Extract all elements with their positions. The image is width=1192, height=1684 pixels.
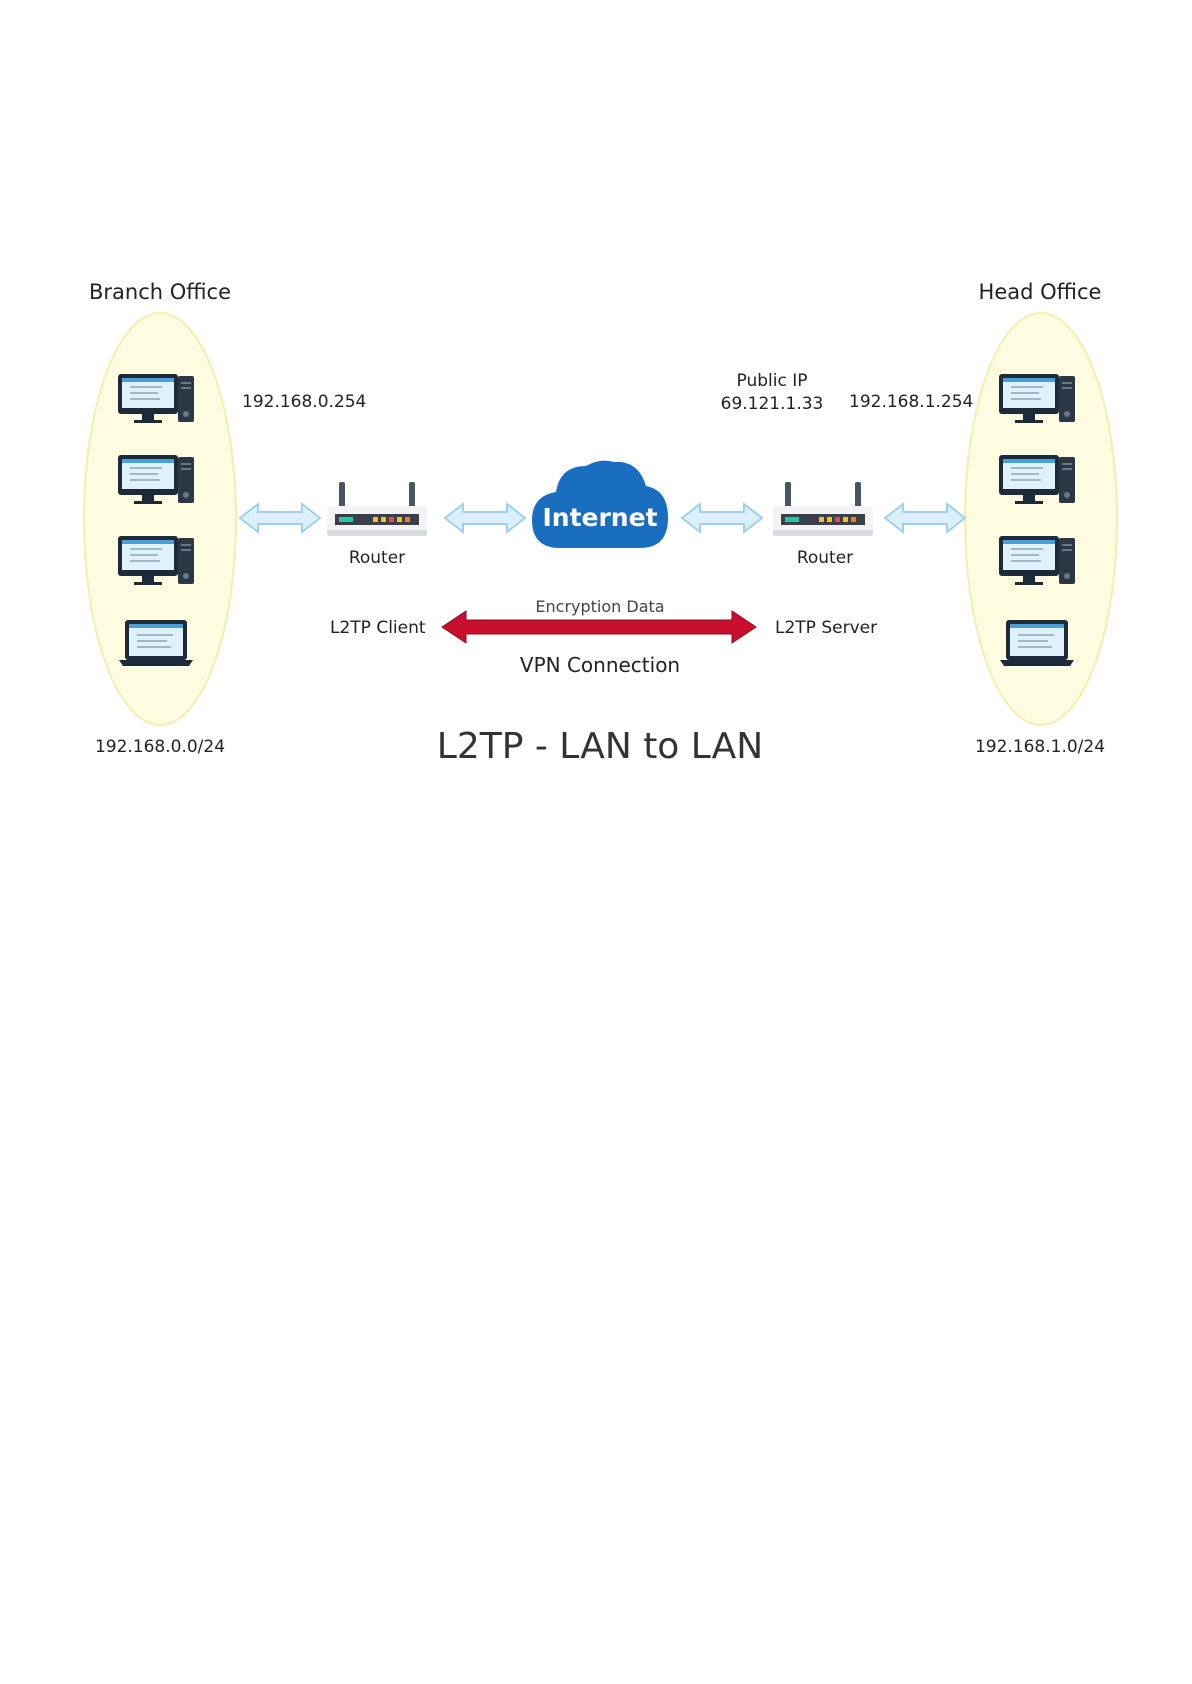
public-ip-label: Public IP bbox=[737, 371, 808, 391]
public-ip-value: 69.121.1.33 bbox=[721, 394, 824, 414]
head-router-ip: 192.168.1.254 bbox=[849, 392, 973, 412]
encryption-data-label: Encryption Data bbox=[535, 597, 664, 616]
head-router-label: Router bbox=[797, 548, 853, 568]
branch-subnet: 192.168.0.0/24 bbox=[95, 737, 225, 757]
l2tp-client-label: L2TP Client bbox=[330, 618, 426, 638]
head-office-title: Head Office bbox=[979, 280, 1102, 304]
branch-office-title: Branch Office bbox=[89, 280, 231, 304]
link-arrow-branch-lan-router bbox=[240, 504, 320, 532]
diagram-title: L2TP - LAN to LAN bbox=[437, 726, 763, 767]
router-icon bbox=[773, 482, 873, 536]
laptop-icon bbox=[1000, 620, 1074, 666]
l2tp-server-label: L2TP Server bbox=[775, 618, 877, 638]
vpn-connection-label: VPN Connection bbox=[520, 653, 680, 677]
head-subnet: 192.168.1.0/24 bbox=[975, 737, 1105, 757]
laptop-icon bbox=[119, 620, 193, 666]
router-icon bbox=[327, 482, 427, 536]
branch-router-ip: 192.168.0.254 bbox=[242, 392, 366, 412]
link-arrow-branch-router-internet bbox=[445, 504, 525, 532]
link-arrow-internet-head-router bbox=[682, 504, 762, 532]
link-arrow-head-router-lan bbox=[885, 504, 965, 532]
branch-router-label: Router bbox=[349, 548, 405, 568]
internet-label: Internet bbox=[542, 503, 657, 532]
